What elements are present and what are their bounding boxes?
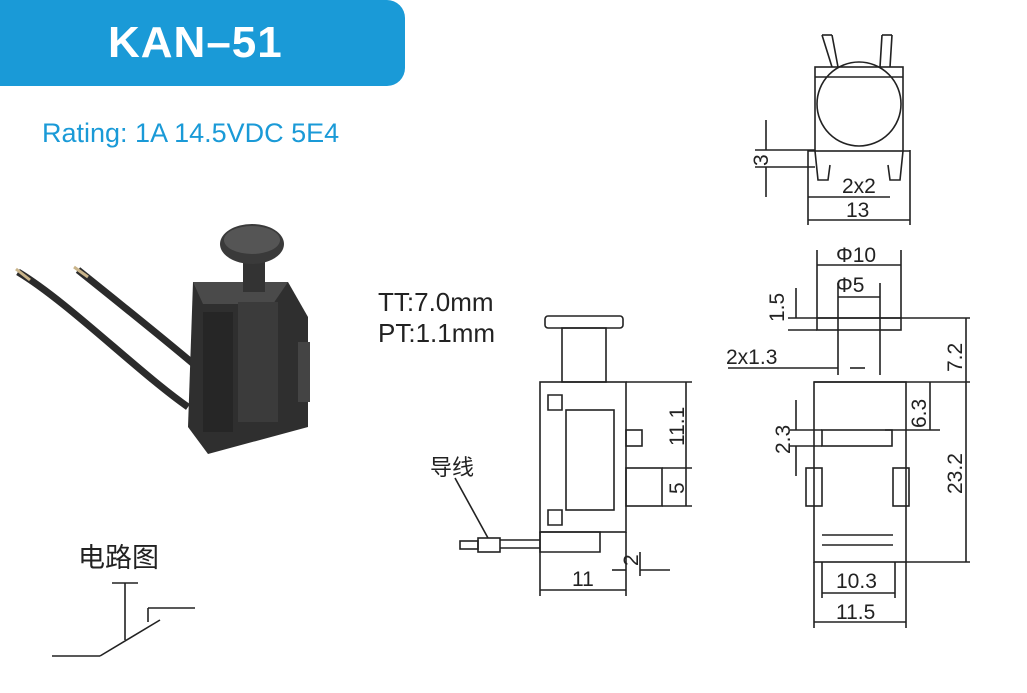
front-view-dimensions: Φ10 Φ5 1.5 2x1.3 7.2 6.3 2.3 23.2 10.3 1… <box>726 244 967 624</box>
dim-6-3: 6.3 <box>908 399 931 428</box>
side-view <box>454 315 692 596</box>
title-banner: KAN–51 <box>0 0 405 86</box>
dim-top-2x2: 2x2 <box>842 175 876 198</box>
dim-phi5: Φ5 <box>836 274 864 297</box>
dim-2x1-3: 2x1.3 <box>726 346 777 369</box>
pretravel-spec: PT:1.1mm <box>378 318 496 348</box>
dim-1-5: 1.5 <box>766 293 789 322</box>
travel-spec: TT:7.0mm <box>378 287 494 317</box>
dim-2: 2 <box>620 554 643 566</box>
dim-11-1: 11.1 <box>666 407 689 446</box>
circuit-diagram-label: 电路图 <box>78 543 159 574</box>
dim-10-3: 10.3 <box>836 570 877 593</box>
dim-11-5: 11.5 <box>836 601 875 624</box>
dim-11: 11 <box>572 568 594 591</box>
front-view <box>728 250 970 628</box>
circuit-symbol <box>52 582 195 657</box>
top-view-dimensions: 3 2x2 13 <box>750 154 876 222</box>
dim-7-2: 7.2 <box>944 343 967 372</box>
dim-top-3: 3 <box>750 154 773 166</box>
product-photo <box>15 224 310 454</box>
lead-wire-label: 导线 <box>430 456 474 481</box>
dim-phi10: Φ10 <box>836 244 876 267</box>
dim-23-2: 23.2 <box>944 453 967 494</box>
dim-2-3: 2.3 <box>772 425 795 454</box>
rating-text: Rating: 1A 14.5VDC 5E4 <box>42 118 340 148</box>
dim-5: 5 <box>666 482 689 494</box>
top-view <box>755 34 911 225</box>
dim-top-13: 13 <box>846 199 869 222</box>
side-view-dimensions: 11.1 5 2 11 导线 <box>430 407 689 591</box>
model-title: KAN–51 <box>108 18 283 67</box>
